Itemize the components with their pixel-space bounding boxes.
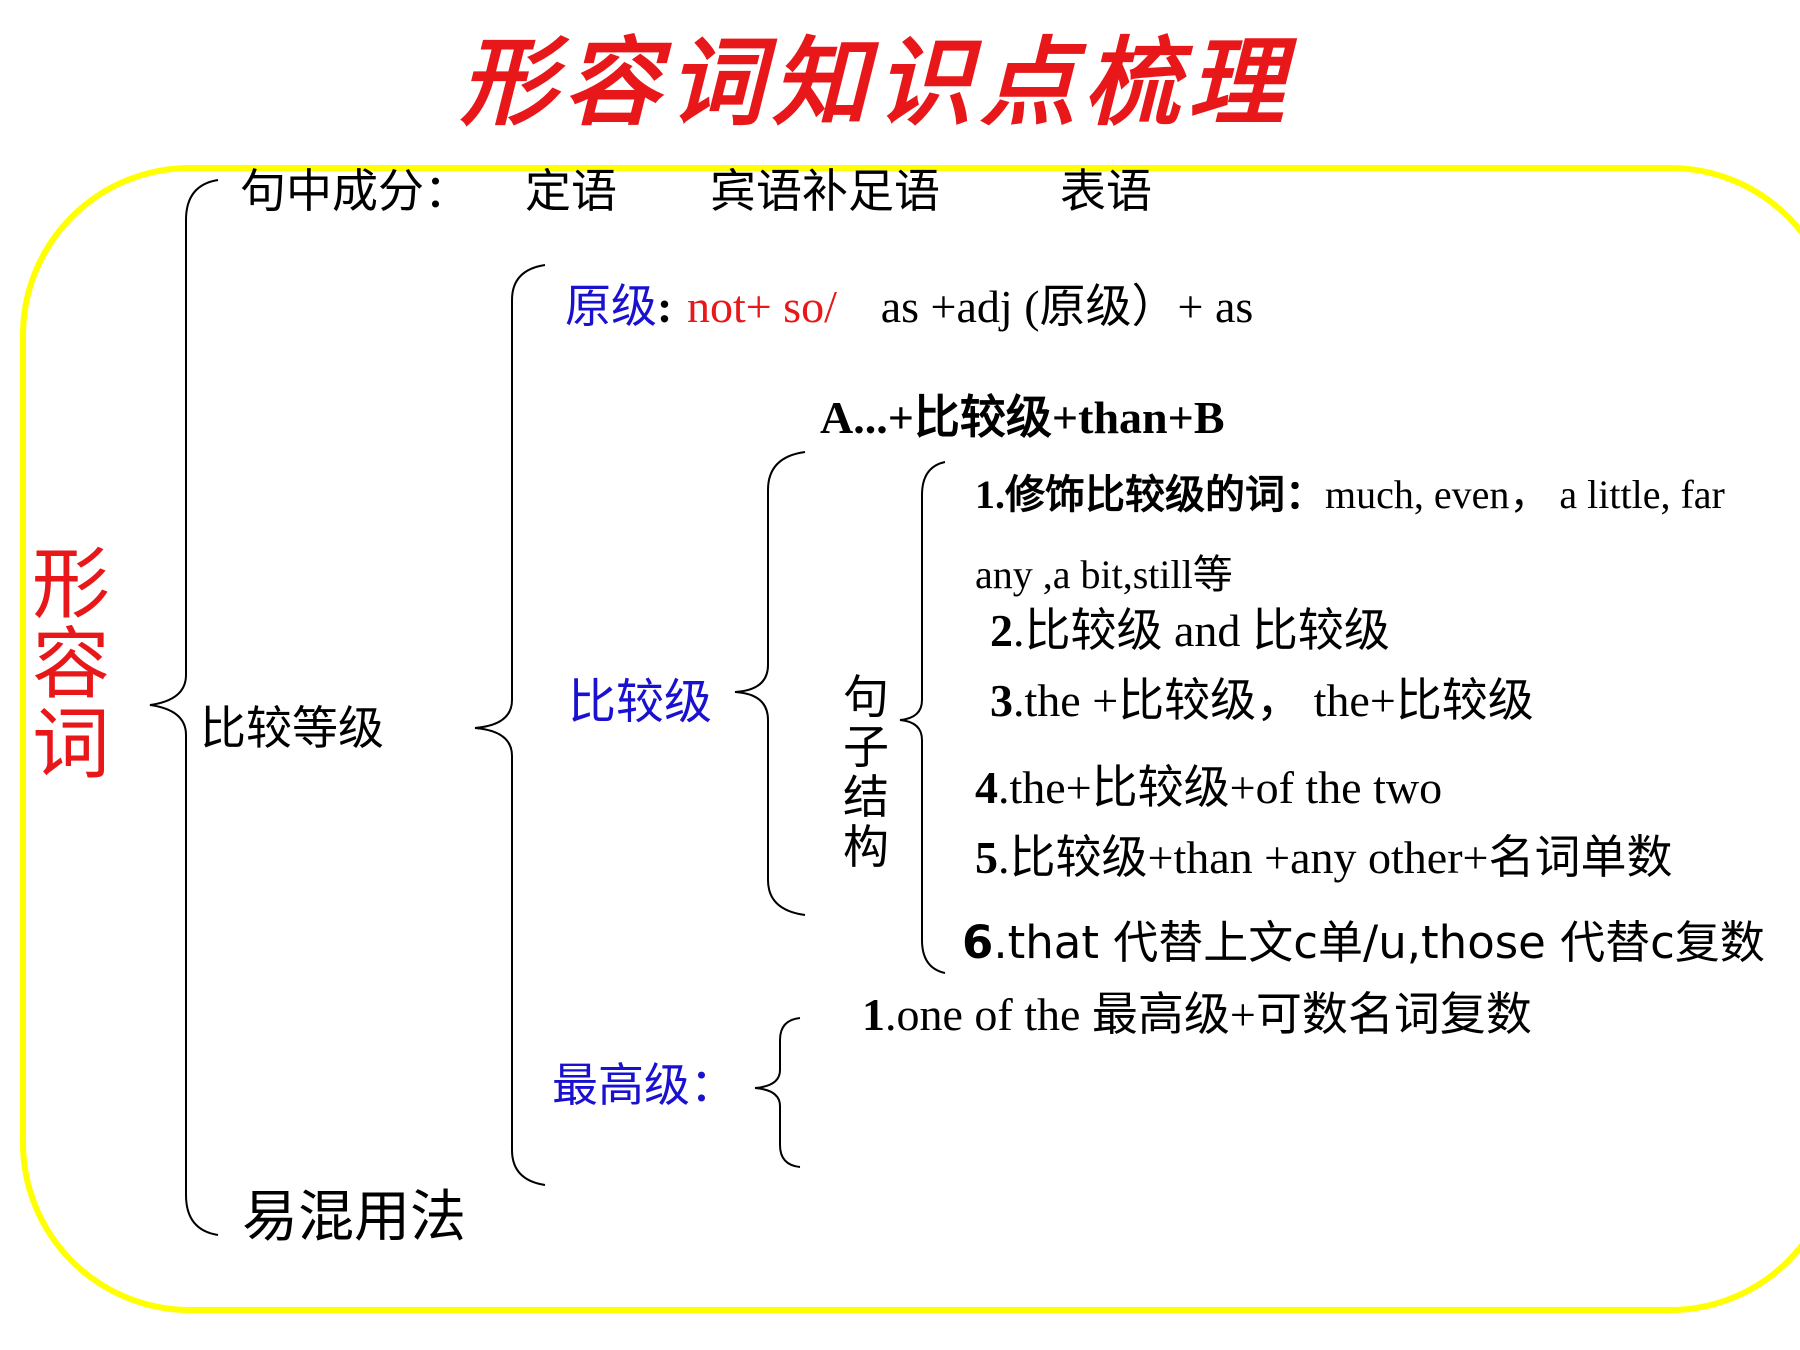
superlative-label: 最高级：: [552, 1058, 736, 1112]
rule-5: 5.比较级+than +any other+名词单数: [975, 835, 1672, 881]
rule-1-num: 1: [975, 472, 995, 517]
comparative-label: 比较级: [568, 674, 713, 730]
rule-6: 6.that 代替上文c单/u,those 代替c复数: [962, 920, 1765, 965]
rule-3-text: .the +比较级， the+比较级: [1013, 675, 1534, 726]
functions-label: 句中成分：: [240, 164, 470, 218]
rule-1-tail: much, even， a little, far: [1325, 472, 1725, 517]
rule-1: 1.修饰比较级的词：much, even， a little, far: [975, 475, 1725, 515]
comparative-basic-pattern: A...+比较级+than+B: [820, 392, 1225, 443]
function-attributive: 定语: [525, 164, 617, 218]
positive-colon: :: [657, 281, 673, 332]
rule-3: 3.the +比较级， the+比较级: [990, 678, 1534, 724]
rule-5-num: 5: [975, 832, 998, 883]
function-predicative: 表语: [1060, 164, 1152, 218]
superlative-rule-1-num: 1: [862, 989, 885, 1040]
superlative-rule-1-text: .one of the 最高级+可数名词复数: [885, 989, 1532, 1040]
rule-3-num: 3: [990, 675, 1013, 726]
page-title: 形容词知识点梳理: [460, 26, 1292, 139]
positive-pattern-red: not+ so/: [686, 281, 837, 332]
brace-structure: [899, 461, 946, 974]
rule-2-num: 2: [990, 605, 1013, 656]
rule-2-text: .比较级 and 比较级: [1013, 605, 1390, 656]
rule-4: 4.the+比较级+of the two: [975, 765, 1442, 811]
brace-main: [149, 179, 219, 1236]
rounded-frame: [20, 165, 1800, 1313]
brace-comparative: [734, 451, 806, 916]
positive-pattern: as +adj (原级）+ as: [880, 281, 1254, 332]
rule-6-text: .that 代替上文c单/u,those 代替c复数: [993, 916, 1765, 969]
positive-label: 原级: [565, 279, 657, 333]
rule-5-text: .比较级+than +any other+名词单数: [998, 832, 1673, 883]
brace-comparison: [474, 264, 546, 1186]
rule-1-cont: any ,a bit,still等: [975, 552, 1233, 597]
rule-1-text: .修饰比较级的词：: [995, 472, 1325, 517]
rule-4-num: 4: [975, 762, 998, 813]
brace-superlative: [754, 1017, 801, 1168]
function-object-complement: 宾语补足语: [710, 164, 940, 218]
comparison-label: 比较等级: [200, 701, 384, 755]
rule-4-text: .the+比较级+of the two: [998, 762, 1443, 813]
confusing-label: 易混用法: [242, 1185, 466, 1250]
positive-row: 原级: not+ so/ as +adj (原级）+ as: [565, 283, 1253, 330]
rule-6-num: 6: [962, 916, 994, 969]
root-label: 形容词: [31, 540, 110, 790]
structure-label: 句子结构: [843, 670, 889, 874]
superlative-rule-1: 1.one of the 最高级+可数名词复数: [862, 992, 1532, 1038]
rule-2: 2.比较级 and 比较级: [990, 608, 1390, 654]
